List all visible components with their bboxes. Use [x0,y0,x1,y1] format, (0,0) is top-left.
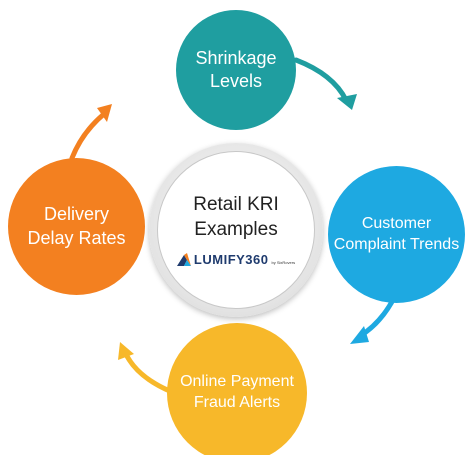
node-label-line: Shrinkage [195,47,277,68]
node-label-line: Customer [361,214,432,232]
arrowhead-shrinkage-to-customer [337,94,357,110]
center-hub-inner: Retail KRI Examples LUMIFY360 by SixRove… [157,151,315,309]
node-label-line: Delay Rates [27,227,126,248]
node-label-line: Complaint Trends [333,235,460,253]
node-label-line: Online Payment [180,373,294,391]
arrowhead-delivery-to-shrinkage [97,104,112,122]
center-hub: Retail KRI Examples LUMIFY360 by SixRove… [149,143,323,317]
brand-mark-icon [176,253,191,267]
node-online-payment-fraud-alerts: Online Payment Fraud Alerts [167,323,307,455]
node-shrinkage-levels: Shrinkage Levels [176,10,296,130]
center-title-line: Examples [194,218,278,240]
node-label-line: Levels [209,71,263,91]
node-customer-complaint-trends: Customer Complaint Trends [328,166,465,303]
arrow-fraud-to-delivery [122,349,175,395]
arrowhead-customer-to-fraud [350,326,369,344]
node-delivery-delay-rates: Delivery Delay Rates [8,158,145,295]
brand-logo: LUMIFY360 by SixRovers [176,252,296,268]
center-title-line: Retail KRI [193,193,279,215]
node-label-line: Fraud Alerts [193,394,281,411]
arrow-delivery-to-shrinkage [69,111,107,161]
node-label-line: Delivery [43,204,109,225]
brand-name: LUMIFY360 [193,252,269,268]
arrow-shrinkage-to-customer [293,57,349,103]
brand-subtitle: by SixRovers [271,260,296,266]
arrowhead-fraud-to-delivery [118,342,134,360]
center-title: Retail KRI Examples [193,193,279,242]
